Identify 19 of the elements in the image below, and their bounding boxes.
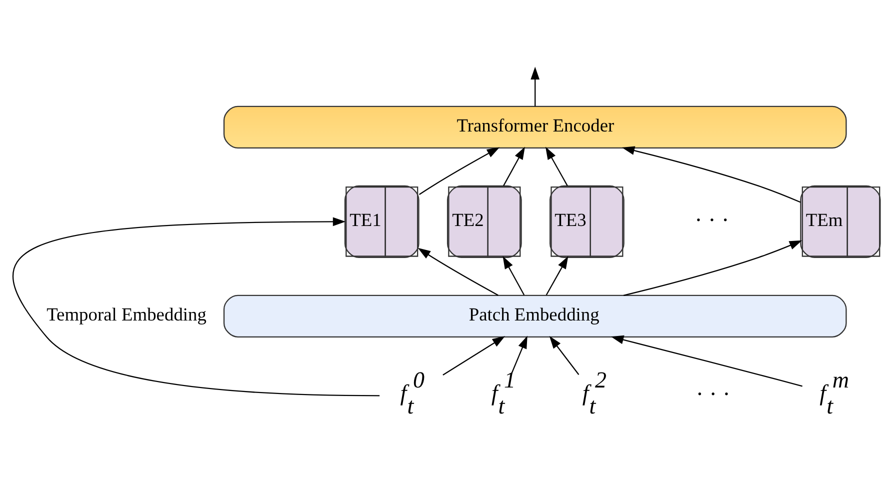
arrow — [503, 146, 525, 186]
label: · · · — [696, 380, 730, 406]
arrow — [610, 335, 802, 387]
arrow — [545, 146, 568, 186]
edge-label: Temporal Embedding — [46, 304, 206, 325]
node-box: Patch Embedding — [223, 294, 847, 338]
label: · · · — [694, 206, 730, 232]
arrow — [418, 248, 498, 296]
arrow — [622, 146, 801, 203]
arrow — [442, 336, 506, 376]
arrow — [546, 256, 568, 296]
arrow — [623, 240, 802, 296]
arrow — [530, 66, 540, 106]
node-box: Transformer Encoder — [223, 106, 847, 148]
arrow — [418, 147, 500, 195]
arrow — [13, 217, 380, 396]
arrow — [510, 336, 528, 375]
arrow — [502, 256, 525, 296]
arrow — [549, 336, 580, 375]
